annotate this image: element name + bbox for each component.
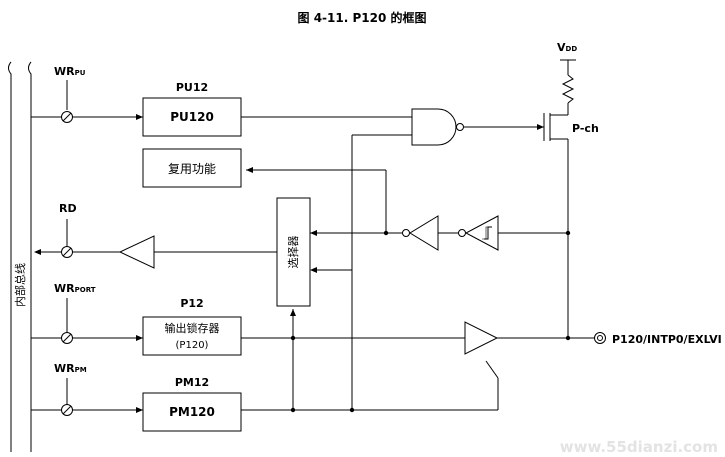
vdd-label: VDD bbox=[557, 41, 577, 54]
wr-port-label: WRPORT bbox=[54, 282, 96, 295]
output-latch-sublabel: (P120) bbox=[176, 340, 209, 351]
rd-label: RD bbox=[59, 202, 77, 215]
junction-dots bbox=[290, 230, 571, 413]
arrowheads bbox=[34, 114, 544, 413]
output-buffer-icon bbox=[464, 321, 499, 355]
p12-header: P12 bbox=[180, 297, 203, 310]
pm120-label: PM120 bbox=[169, 405, 215, 419]
pm120-block bbox=[142, 392, 242, 432]
pin-terminal-icon bbox=[594, 332, 606, 344]
nand-gate-icon bbox=[411, 108, 457, 146]
tap-circles bbox=[61, 111, 73, 416]
output-latch-block bbox=[142, 316, 242, 356]
selector-label: 选择器 bbox=[286, 236, 300, 269]
rd-buffer-icon bbox=[118, 235, 155, 269]
pin-label: P120/INTP0/EXLVI bbox=[612, 333, 722, 346]
figure-title: 图 4-11. P120 的框图 bbox=[298, 10, 427, 25]
alt-function-block bbox=[142, 148, 242, 188]
wr-pm-label: WRPM bbox=[54, 362, 87, 375]
inverter-gate-icon bbox=[402, 215, 439, 251]
watermark: www.55dianzi.com bbox=[560, 438, 718, 456]
pm12-header: PM12 bbox=[175, 376, 209, 389]
internal-bus bbox=[8, 61, 32, 452]
wires bbox=[31, 59, 594, 411]
nand-bubble-icon bbox=[456, 123, 464, 131]
output-latch-label: 输出锁存器 bbox=[165, 321, 220, 335]
pu120-block bbox=[142, 97, 242, 137]
pch-label: P-ch bbox=[572, 122, 599, 135]
wr-pu-label: WRPU bbox=[54, 65, 86, 78]
selector-block bbox=[276, 197, 311, 307]
pu12-header: PU12 bbox=[176, 81, 208, 94]
bus-label: 内部总线 bbox=[13, 263, 27, 307]
schmitt-trigger-icon bbox=[458, 215, 499, 251]
alt-function-label: 复用功能 bbox=[168, 162, 216, 176]
pu120-label: PU120 bbox=[170, 110, 214, 124]
